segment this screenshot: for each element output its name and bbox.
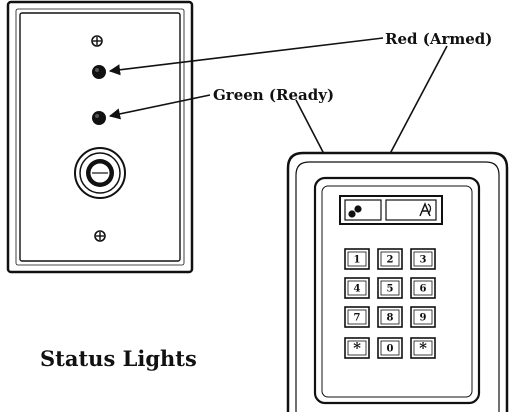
key-star[interactable]: * [344, 337, 370, 359]
key-7[interactable]: 7 [344, 306, 370, 328]
key-label: 1 [354, 255, 361, 266]
bottom-screw-icon [94, 230, 106, 242]
key-star[interactable]: * [410, 337, 436, 359]
key-label: 2 [387, 255, 394, 266]
green-arrow [108, 94, 211, 120]
top-screw-icon [91, 35, 103, 47]
keypad-red-led [354, 205, 362, 213]
logo-icon [419, 202, 432, 217]
key-4[interactable]: 4 [344, 277, 370, 299]
red-armed-label: Red (Armed) [385, 30, 493, 48]
key-2[interactable]: 2 [377, 248, 403, 270]
page-title: Status Lights [40, 346, 197, 371]
key-label: 5 [387, 284, 394, 295]
key-8[interactable]: 8 [377, 306, 403, 328]
wall-plate [6, 0, 194, 274]
key-label: 8 [387, 313, 394, 324]
key-label: * [419, 339, 427, 357]
key-6[interactable]: 6 [410, 277, 436, 299]
plate-green-led [92, 111, 106, 125]
red-arrow [108, 37, 384, 76]
key-label: 3 [420, 255, 427, 266]
key-label: 4 [354, 284, 361, 295]
plate-red-led [92, 65, 106, 79]
key-label: 6 [420, 284, 427, 295]
key-3[interactable]: 3 [410, 248, 436, 270]
key-1[interactable]: 1 [344, 248, 370, 270]
keyswitch [74, 147, 126, 199]
green-ready-label: Green (Ready) [213, 86, 335, 104]
key-label: 7 [354, 313, 361, 324]
keypad-keys: 1 2 3 4 5 6 7 8 9 * 0 * [344, 248, 436, 359]
key-label: * [353, 339, 361, 357]
keypad-green-led [348, 210, 356, 218]
key-5[interactable]: 5 [377, 277, 403, 299]
key-label: 0 [387, 344, 394, 355]
key-0[interactable]: 0 [377, 337, 403, 359]
key-9[interactable]: 9 [410, 306, 436, 328]
key-label: 9 [420, 313, 427, 324]
